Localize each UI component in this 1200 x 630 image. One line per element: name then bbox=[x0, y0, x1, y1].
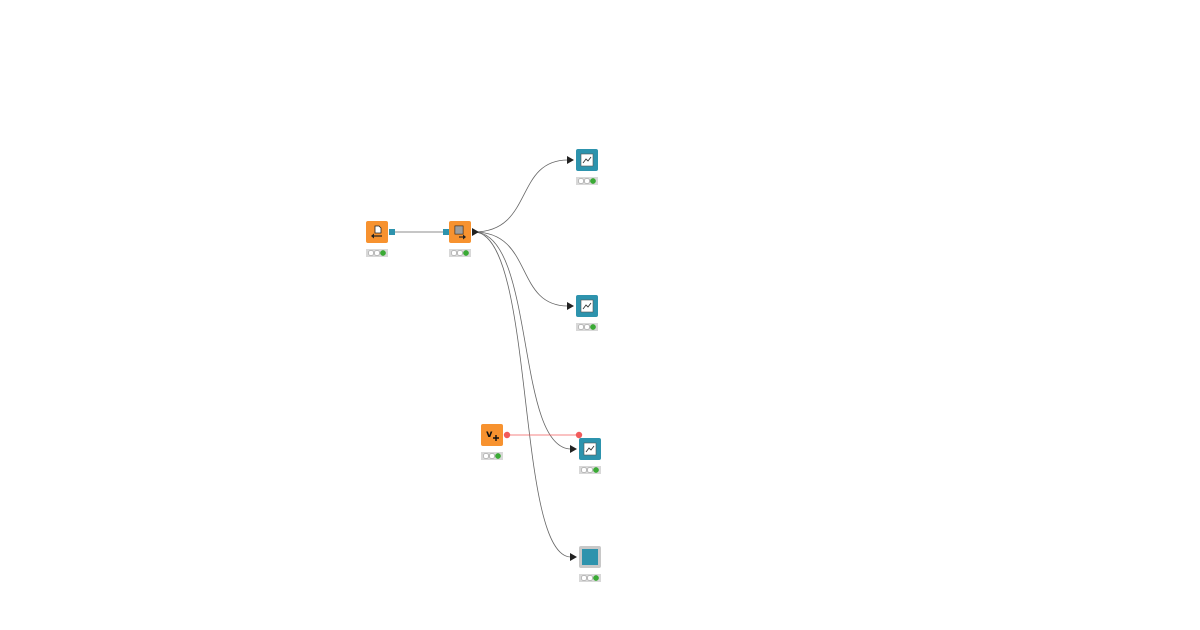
connection-edge[interactable] bbox=[473, 231, 572, 450]
status-light-off bbox=[581, 575, 587, 581]
chart-line bbox=[582, 302, 592, 310]
chart-line bbox=[585, 445, 595, 453]
node-view-3[interactable] bbox=[579, 438, 601, 474]
status-indicator bbox=[366, 249, 388, 257]
status-light-off bbox=[578, 178, 584, 184]
status-light-off bbox=[584, 324, 590, 330]
status-light-green bbox=[590, 178, 596, 184]
input-port[interactable] bbox=[443, 229, 449, 235]
status-indicator bbox=[576, 177, 598, 185]
status-light-off bbox=[457, 250, 463, 256]
status-light-off bbox=[368, 250, 374, 256]
file-reader-icon bbox=[371, 225, 382, 239]
connection-edge[interactable] bbox=[473, 159, 569, 233]
file-shape bbox=[374, 225, 382, 234]
variable-port-out[interactable] bbox=[503, 431, 511, 439]
component-icon bbox=[582, 549, 598, 565]
connection-edge[interactable] bbox=[473, 231, 572, 558]
input-port-arrow-icon[interactable] bbox=[570, 553, 577, 561]
node-view-2[interactable] bbox=[576, 295, 598, 331]
node-component[interactable] bbox=[579, 546, 601, 582]
line-chart-icon bbox=[583, 442, 597, 456]
chart-line bbox=[582, 156, 592, 164]
node-reader[interactable] bbox=[366, 221, 388, 257]
status-light-off bbox=[489, 453, 495, 459]
status-light-green bbox=[380, 250, 386, 256]
status-light-off bbox=[483, 453, 489, 459]
status-indicator bbox=[576, 323, 598, 331]
line-chart-icon bbox=[580, 153, 594, 167]
input-port-arrow-icon[interactable] bbox=[567, 302, 574, 310]
input-port-arrow-icon[interactable] bbox=[567, 156, 574, 164]
table-transform-icon bbox=[454, 225, 466, 240]
status-light-off bbox=[587, 575, 593, 581]
status-indicator bbox=[449, 249, 471, 257]
status-light-off bbox=[578, 324, 584, 330]
node-view-1[interactable] bbox=[576, 149, 598, 185]
node-transform[interactable] bbox=[449, 221, 471, 257]
node-body[interactable] bbox=[481, 424, 503, 446]
status-indicator bbox=[579, 466, 601, 474]
status-light-off bbox=[587, 467, 593, 473]
status-light-green bbox=[590, 324, 596, 330]
status-light-green bbox=[463, 250, 469, 256]
status-light-off bbox=[451, 250, 457, 256]
connection-edge[interactable] bbox=[473, 231, 569, 307]
variable-port-in[interactable] bbox=[575, 431, 583, 439]
status-light-off bbox=[374, 250, 380, 256]
status-light-green bbox=[593, 467, 599, 473]
arrow-head bbox=[463, 234, 466, 240]
status-light-off bbox=[581, 467, 587, 473]
arrow-head bbox=[371, 233, 374, 239]
output-port-triangle-icon[interactable] bbox=[472, 228, 479, 236]
input-port-arrow-icon[interactable] bbox=[570, 445, 577, 453]
status-indicator bbox=[481, 452, 503, 460]
status-indicator bbox=[579, 574, 601, 582]
status-light-off bbox=[584, 178, 590, 184]
output-port[interactable] bbox=[389, 229, 395, 235]
node-variable[interactable]: v bbox=[481, 424, 503, 460]
connections-layer bbox=[392, 156, 583, 561]
plus-icon bbox=[493, 435, 499, 441]
variable-creator-icon: v bbox=[486, 429, 493, 440]
status-light-green bbox=[495, 453, 501, 459]
status-light-green bbox=[593, 575, 599, 581]
line-chart-icon bbox=[580, 299, 594, 313]
